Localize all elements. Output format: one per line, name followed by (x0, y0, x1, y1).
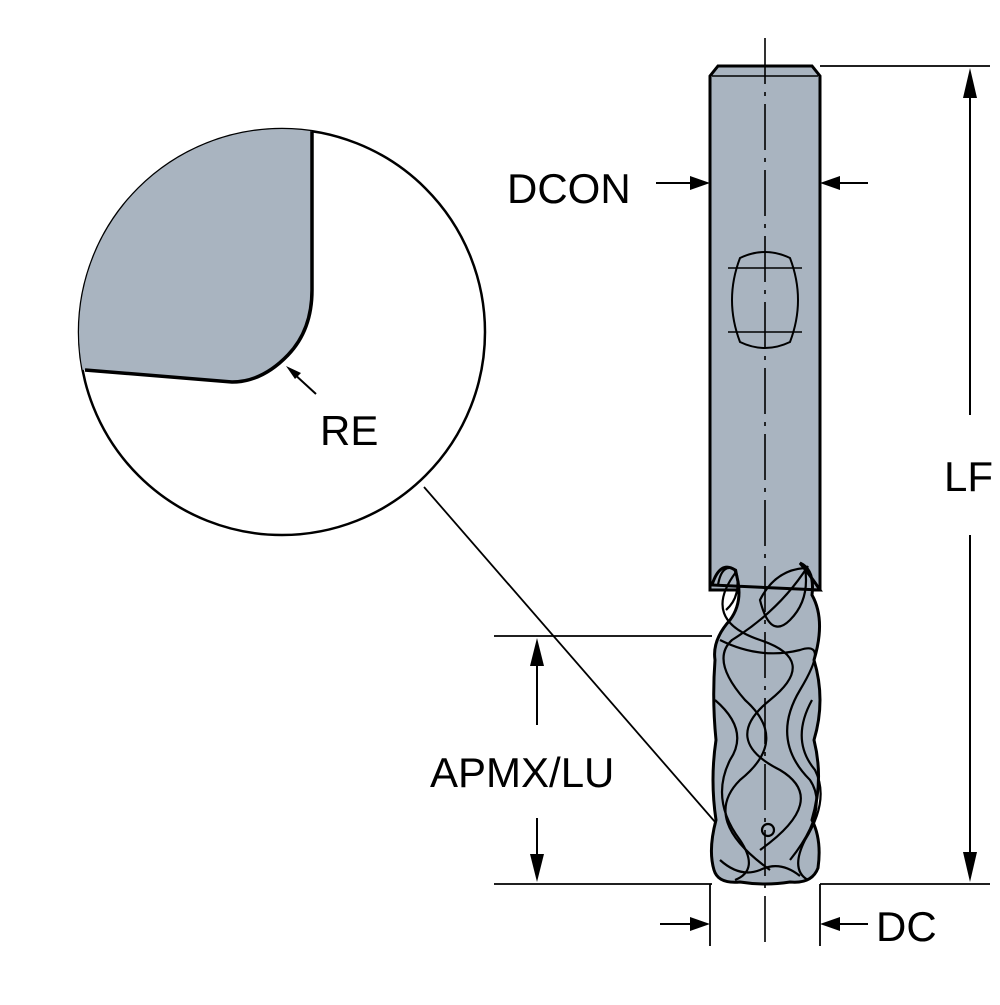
dim-apmx (494, 635, 712, 885)
label-lf: LF (944, 453, 994, 500)
end-mill-tool (708, 38, 823, 946)
label-dc: DC (876, 903, 937, 950)
weldon-flat (731, 251, 799, 349)
flute-line-5 (797, 699, 822, 881)
flute-line-4 (714, 699, 750, 882)
label-apmx-lu: APMX/LU (430, 749, 615, 796)
dc-arrowhead-right (820, 917, 840, 931)
flute-line-3 (719, 639, 818, 861)
label-re: RE (320, 407, 379, 454)
detail-corner-edge (84, 129, 314, 384)
dcon-arrowhead-right (820, 176, 840, 190)
apmx-arrowhead-top (530, 638, 544, 666)
label-dcon: DCON (507, 165, 631, 212)
dc-arrowhead-left (690, 917, 710, 931)
dim-dcon (656, 176, 868, 190)
dim-dc (660, 884, 868, 946)
flute-tip-edge (719, 859, 801, 877)
coolant-hole (760, 822, 776, 838)
re-arrowhead (286, 366, 301, 379)
lf-arrowhead-bottom (963, 852, 977, 882)
flute-gash-left (716, 566, 739, 611)
lf-arrowhead-top (963, 68, 977, 98)
dcon-arrowhead-left (690, 176, 710, 190)
flute-line-1 (721, 571, 802, 851)
apmx-arrowhead-bottom (530, 854, 544, 882)
flute-gash-top (758, 566, 808, 628)
detail-view (77, 127, 487, 537)
detail-leader-line (423, 486, 763, 877)
dim-lf (820, 65, 990, 885)
helix-flutes (714, 565, 822, 882)
detail-corner-face (79, 129, 312, 382)
